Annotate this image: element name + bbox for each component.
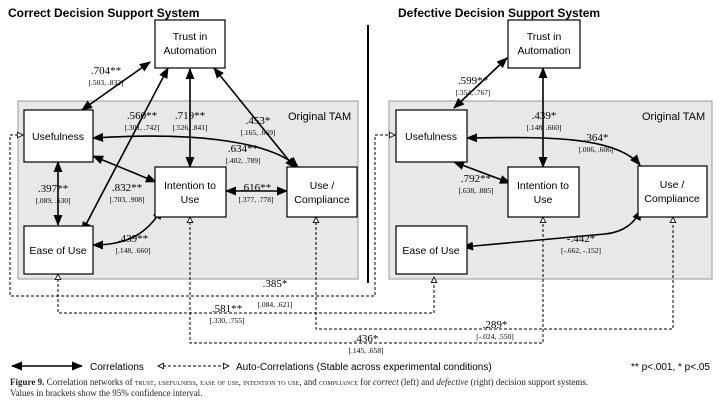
node-intention-label-1: Intention to	[164, 180, 216, 192]
edge-usefulness-compliance-defective	[465, 133, 641, 166]
correct-panel-title: Correct Decision Support System	[8, 6, 199, 20]
caption-text-3: for	[360, 377, 371, 387]
coef-trust-usefulness: .704**	[91, 65, 121, 77]
node-compliance-defective	[637, 165, 708, 218]
coef-usefulness-compliance: .634**	[228, 143, 258, 155]
node-intention-defective	[507, 166, 580, 218]
ci-auto-ease: [.330, .755]	[210, 316, 245, 325]
node-ease	[23, 225, 94, 275]
auto-edge-intention	[190, 217, 543, 344]
ci-trust-intention: [.526, .841]	[173, 123, 208, 132]
node-trust-label-2: Automation	[163, 45, 216, 57]
ci-usefulness-intention-defective: [.638, .885]	[459, 186, 494, 195]
coef-auto-compliance: .289*	[483, 319, 508, 331]
coef-auto-usefulness: .385*	[263, 278, 288, 290]
coef-ease-compliance-defective: -.442*	[567, 233, 595, 245]
auto-correlation-edges	[9, 135, 673, 344]
ci-auto-compliance: [-.024, .550]	[476, 332, 514, 341]
coef-auto-ease: .581**	[212, 303, 242, 315]
node-trust	[154, 19, 226, 69]
correct-nodes: Trust in Automation Usefulness Ease of U…	[23, 19, 358, 275]
ci-ease-compliance-defective: [-.662, -.152]	[561, 246, 601, 255]
coef-trust-usefulness-defective: .599**	[458, 75, 488, 87]
caption-label: Figure 9.	[10, 377, 45, 387]
auto-correlation-labels: .385* [.084, .621] .581** [.330, .755] .…	[210, 278, 514, 355]
ci-ease-intention: [.148, .660]	[116, 246, 151, 255]
caption-construct-2: compliance	[318, 377, 358, 387]
edge-trust-usefulness-defective	[453, 57, 508, 109]
coef-intention-compliance: .616**	[241, 182, 271, 194]
auto-edge-usefulness	[9, 135, 395, 297]
coef-usefulness-intention: .832**	[112, 182, 142, 194]
ci-usefulness-ease: [.089, .630]	[36, 196, 71, 205]
ci-trust-usefulness-defective: [.354, .767]	[456, 88, 491, 97]
node-trust-defective	[507, 19, 581, 69]
ci-usefulness-intention: [.703, .908]	[110, 195, 145, 204]
node-compliance	[286, 166, 358, 218]
defective-nodes: Trust in Automation Usefulness Ease of U…	[395, 19, 708, 275]
caption-correct-word: correct	[373, 377, 399, 387]
coef-usefulness-compliance-defective: .364*	[584, 132, 609, 144]
coef-trust-ease: .560**	[127, 110, 157, 122]
coef-usefulness-ease: .397**	[38, 183, 68, 195]
figure-caption: Figure 9. Correlation networks of trust,…	[10, 377, 715, 399]
ci-trust-compliance: [.165, .669]	[241, 128, 276, 137]
coef-usefulness-intention-defective: .792**	[461, 173, 491, 185]
caption-line-2: Values in brackets show the 95% confiden…	[10, 388, 203, 398]
node-trust-defective-label-2: Automation	[517, 45, 570, 57]
defective-tam-label: Original TAM	[642, 111, 705, 123]
legend-auto-correlations-label: Auto-Correlations (Stable across experim…	[236, 362, 492, 373]
ci-trust-ease: [.301, .742]	[125, 123, 160, 132]
caption-defective-word: defective	[436, 377, 469, 387]
coef-auto-intention: .436*	[354, 333, 379, 345]
node-compliance-label-1: Use /	[310, 180, 335, 192]
node-usefulness-defective-label: Usefulness	[405, 131, 457, 143]
defective-panel-title: Defective Decision Support System	[398, 6, 600, 20]
legend: Correlations Auto-Correlations (Stable a…	[10, 361, 710, 373]
node-intention-defective-label-2: Use	[534, 194, 553, 206]
auto-edge-compliance	[316, 217, 673, 330]
caption-text-1: Correlation networks of	[46, 377, 133, 387]
node-intention-defective-label-1: Intention to	[517, 180, 569, 192]
coef-ease-intention: .439**	[118, 233, 148, 245]
caption-construct-1: trust, usefulness, ease of use, intentio…	[134, 377, 302, 387]
auto-edge-ease	[58, 274, 434, 314]
coef-trust-intention: .719**	[175, 110, 205, 122]
correlation-network-diagram: Correct Decision Support System Defectiv…	[8, 6, 713, 373]
node-usefulness-label: Usefulness	[32, 131, 84, 143]
node-usefulness-defective	[395, 109, 468, 163]
legend-significance: ** p<.001, * p<.05	[631, 362, 710, 373]
ci-auto-usefulness: [.084, .621]	[258, 300, 293, 309]
node-ease-defective	[395, 225, 468, 275]
node-ease-label: Ease of Use	[29, 245, 86, 257]
node-usefulness	[23, 109, 94, 163]
node-trust-label-1: Trust in	[173, 31, 208, 43]
node-intention-label-2: Use	[181, 194, 200, 206]
ci-usefulness-compliance: [.402, .789]	[226, 156, 261, 165]
caption-text-2: and	[303, 377, 317, 387]
legend-correlations-label: Correlations	[90, 362, 144, 373]
coef-trust-intention-defective: .439*	[532, 110, 557, 122]
edge-usefulness-intention	[91, 155, 158, 183]
defective-edge-labels: .599** [.354, .767] .439* [.148, .660] .…	[456, 75, 614, 255]
ci-trust-intention-defective: [.148, .660]	[527, 123, 562, 132]
caption-text-4: (left) and	[400, 377, 435, 387]
node-compliance-defective-label-2: Compliance	[644, 193, 700, 205]
caption-text-5: (right) decision support systems.	[470, 377, 589, 387]
correct-edge-labels: .704** [.503, .832] .560** [.301, .742] …	[36, 65, 276, 255]
ci-trust-usefulness: [.503, .832]	[89, 78, 124, 87]
node-intention	[154, 166, 227, 218]
coef-trust-compliance: .453*	[246, 115, 271, 127]
node-compliance-defective-label-1: Use /	[660, 179, 685, 191]
node-trust-defective-label-1: Trust in	[527, 31, 562, 43]
node-compliance-label-2: Compliance	[294, 194, 350, 206]
node-ease-defective-label: Ease of Use	[402, 245, 459, 257]
correct-tam-label: Original TAM	[288, 111, 351, 123]
ci-auto-intention: [.145, .658]	[349, 346, 384, 355]
ci-intention-compliance: [.377, .778]	[239, 195, 274, 204]
ci-usefulness-compliance-defective: [.006, .606]	[579, 145, 614, 154]
edge-usefulness-intention-defective	[452, 161, 512, 184]
